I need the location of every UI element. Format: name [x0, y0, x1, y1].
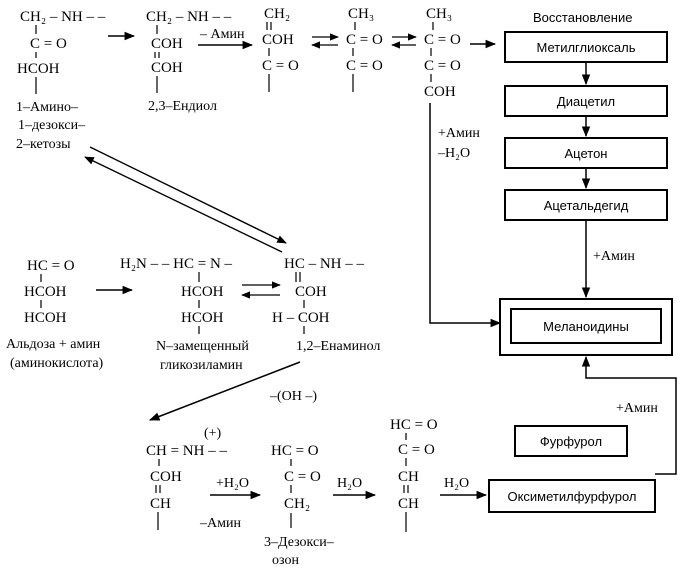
ena-line2: COH — [295, 284, 327, 300]
molecule-unsaturated-osone: HC = O C = O CH CH — [390, 417, 438, 532]
label-water-3: H₂O — [444, 476, 469, 491]
arrow-oxymethylfurfurol-to-melanoidins — [581, 355, 677, 475]
mol4-line3: C = O — [346, 58, 383, 74]
mol5-line1: CH₃ — [426, 6, 452, 22]
box-acetone-label: Ацетон — [565, 146, 608, 161]
cation-plus-sign: (+) — [204, 426, 222, 441]
molecule-aldose: HC = O HCOH HCOH Альдоза + амин (аминоки… — [6, 258, 104, 371]
aldose-name-line2: (аминокислота) — [10, 356, 104, 371]
label-minus-oh: –(OH –) — [269, 389, 317, 404]
mol1-line3: HCOH — [17, 61, 60, 77]
molecule-enaminol: HC – NH – – COH H – COH 1,2–Енаминол — [272, 256, 380, 354]
mol2-line1: CH₂ – NH – – — [146, 9, 232, 25]
b3-line3: CH — [398, 469, 419, 485]
label-plus-amine-side: +Амин — [438, 126, 480, 141]
mol1-line2: C = O — [30, 36, 67, 52]
ena-line1: HC – NH – – — [284, 256, 365, 272]
molecule-4: CH₃ C = O C = O — [346, 6, 383, 92]
box-melanoidins-label: Меланоидины — [543, 319, 629, 334]
label-plus-amine-right: +Амин — [593, 249, 635, 264]
b3-line1: HC = O — [390, 417, 438, 433]
b1-line1: CH = NH – – — [146, 443, 227, 459]
box-acetaldehyde-label: Ацетальдегид — [544, 198, 629, 213]
molecule-enediol: CH₂ – NH – – COH COH 2,3–Ендиол — [146, 9, 232, 114]
mol5-line4: COH — [424, 84, 456, 100]
mol3-line3: C = O — [262, 58, 299, 74]
ena-line3: H – COH — [272, 310, 330, 326]
gly-line1: H₂N – – HC = N – — [120, 256, 233, 272]
mol1-name-line1: 1–Амино– — [16, 100, 79, 115]
mol5-line2: C = O — [424, 32, 461, 48]
glycosylamine-name-line1: N–замещенный — [156, 339, 249, 354]
label-minus-water-side: –H₂O — [437, 146, 470, 161]
mol3-line2: COH — [262, 32, 294, 48]
b2-line1: HC = O — [271, 443, 319, 459]
mol3-line1: CH₂ — [264, 6, 290, 22]
label-minus-amine-bottom: –Амин — [199, 516, 241, 531]
box-oxymethylfurfurol-label: Оксиметилфурфурол — [507, 489, 636, 504]
ald-line2: HCOH — [24, 284, 67, 300]
mol2-line3: COH — [151, 60, 183, 76]
mol4-line2: C = O — [346, 32, 383, 48]
box-acetone — [504, 137, 668, 169]
arrow-diagonal-to-ketose — [84, 156, 283, 253]
reduction-header: Восстановление — [533, 10, 632, 25]
b3-line2: C = O — [398, 442, 435, 458]
box-diacetyl — [504, 85, 668, 117]
box-oxymethylfurfurol — [488, 479, 656, 513]
molecule-5: CH₃ C = O C = O COH — [424, 6, 461, 100]
box-diacetyl-label: Диацетил — [557, 94, 615, 109]
b2-line2: C = O — [284, 469, 321, 485]
b1-line2: COH — [150, 469, 182, 485]
ald-line3: HCOH — [24, 310, 67, 326]
label-minus-amine: – Амин — [199, 27, 245, 42]
b3-line4: CH — [398, 496, 419, 512]
aldose-name-line1: Альдоза + амин — [6, 337, 101, 352]
mol1-line1: CH₂ – NH – – — [20, 9, 106, 25]
molecule-3: CH₂ COH C = O — [262, 6, 299, 92]
deoxyosone-name-line2: озон — [272, 553, 299, 568]
b2-line3: CH₂ — [284, 496, 310, 512]
arrow-diagonal-to-enaminol — [89, 146, 287, 244]
label-water-2: H₂O — [337, 476, 362, 491]
mol2-line2: COH — [151, 36, 183, 52]
box-methylglyoxal — [504, 31, 668, 63]
b1-line3: CH — [150, 496, 171, 512]
box-furfurol — [514, 425, 628, 457]
ald-line1: HC = O — [27, 258, 75, 274]
box-melanoidins-inner — [510, 308, 662, 344]
mol1-name-line2: 1–дезокси– — [18, 118, 86, 133]
deoxyosone-name-line1: 3–Дезокси– — [264, 535, 335, 550]
arrow-enaminol-to-cation — [149, 361, 301, 421]
mol2-name: 2,3–Ендиол — [148, 99, 217, 114]
gly-line2: HCOH — [181, 284, 224, 300]
mol1-name-line3: 2–кетозы — [16, 137, 71, 152]
molecule-glycosylamine: H₂N – – HC = N – HCOH HCOH N–замещенный … — [120, 256, 249, 373]
enaminol-name: 1,2–Енаминол — [296, 339, 380, 354]
label-plus-amine-bottom: +Амин — [616, 401, 658, 416]
molecule-amino-deoxy-ketose: CH₂ – NH – – C = O HCOH 1–Амино– 1–дезок… — [16, 9, 106, 152]
mol5-line3: C = O — [424, 58, 461, 74]
arrow-to-melanoidins — [429, 103, 502, 328]
glycosylamine-name-line2: гликозиламин — [160, 358, 243, 373]
box-furfurol-label: Фурфурол — [540, 434, 602, 449]
label-plus-water: +H₂O — [216, 476, 249, 491]
molecule-deoxyosone: HC = O C = O CH₂ 3–Дезокси– озон — [264, 443, 335, 568]
mol4-line1: CH₃ — [348, 6, 374, 22]
box-methylglyoxal-label: Метилглиоксаль — [536, 40, 635, 55]
gly-line3: HCOH — [181, 310, 224, 326]
molecule-cation: (+) CH = NH – – COH CH — [146, 426, 227, 530]
